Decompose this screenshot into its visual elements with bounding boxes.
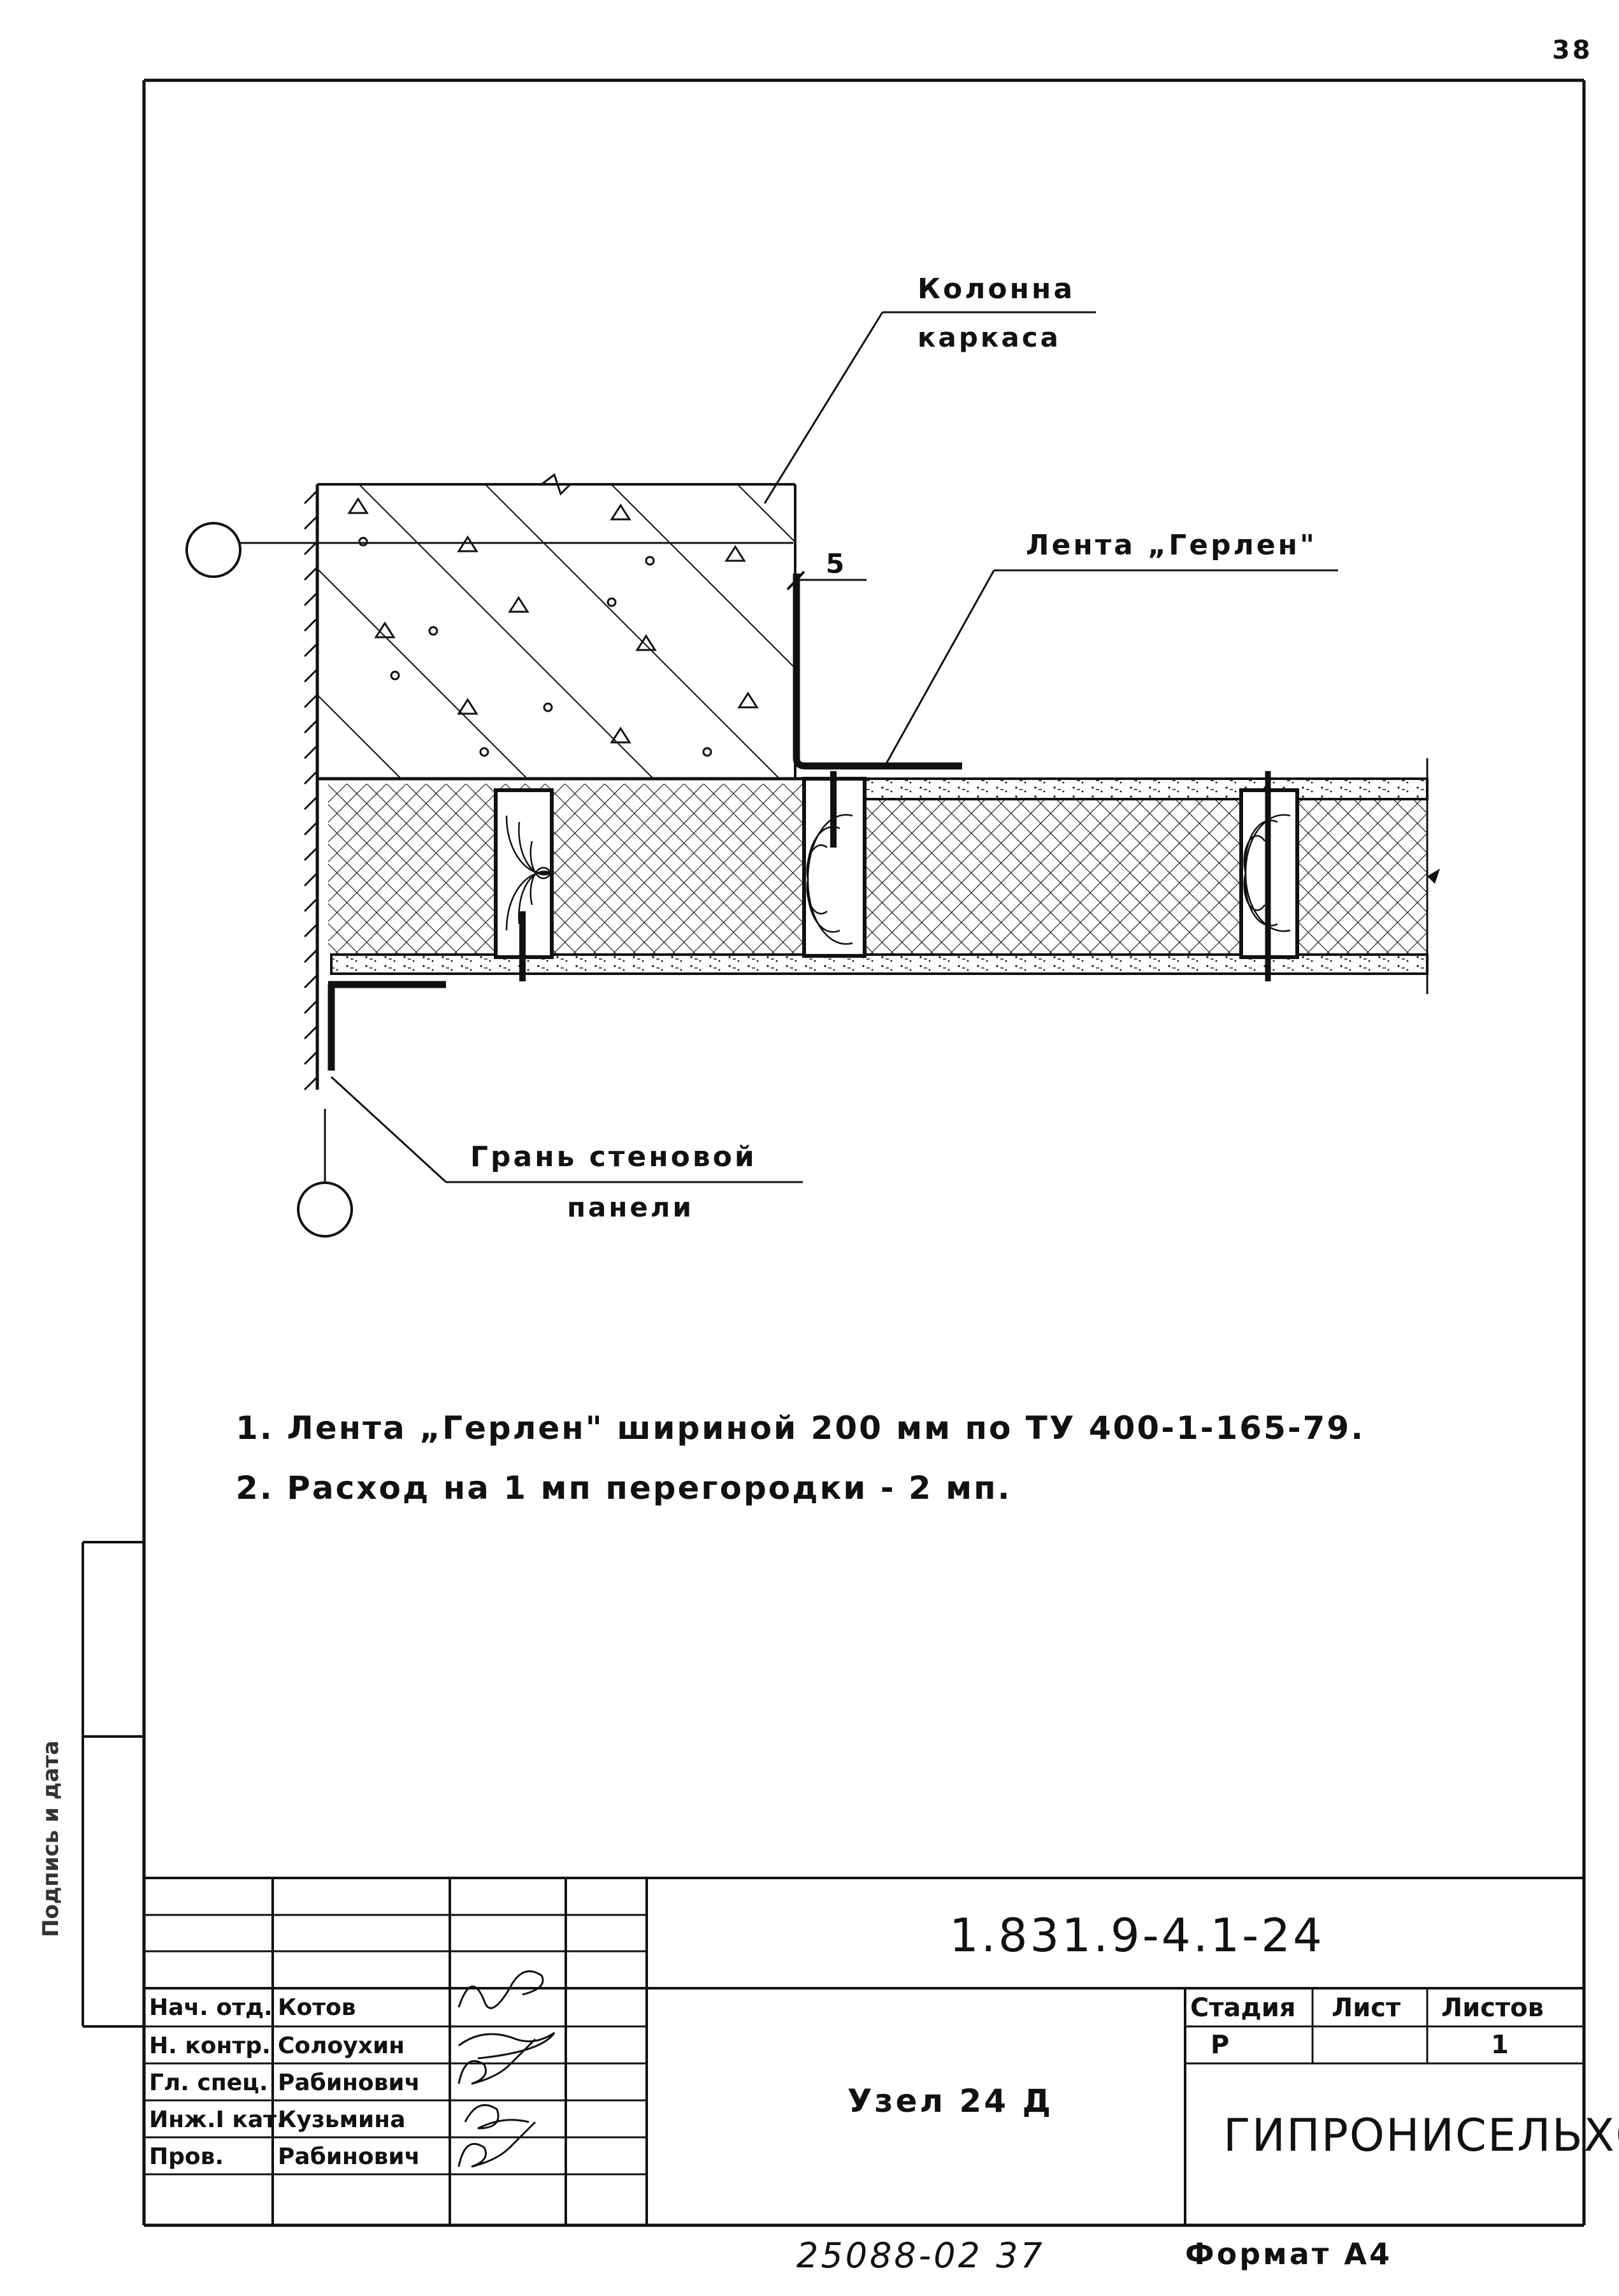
footer-doc-number: 25088-02 37 <box>796 2235 1045 2276</box>
wood-stud <box>802 771 867 958</box>
role-name: Котов <box>278 1995 356 2021</box>
left-strip-label: Подпись и дата <box>38 1682 76 1937</box>
wood-stud <box>494 788 554 981</box>
signature-marks <box>457 1970 556 2168</box>
role-name: Рабинович <box>278 2070 421 2096</box>
axis-marker <box>185 522 793 1238</box>
leader-lines <box>330 311 1338 1183</box>
value-sheets: 1 <box>1491 2030 1509 2060</box>
left-binding-strip <box>82 1541 144 2028</box>
role-name: Кузьмина <box>278 2107 406 2133</box>
wood-stud <box>1239 771 1299 981</box>
document-designation: 1.831.9-4.1-24 <box>949 1909 1325 1962</box>
title-block-grid <box>144 1877 1584 2225</box>
concrete-column <box>317 473 796 779</box>
wall-face <box>303 484 319 1091</box>
note-1: 1. Лента „Герлен" шириной 200 мм по ТУ 4… <box>236 1410 1365 1447</box>
organization-name: ГИПРОНИСЕЛЬХОЗ <box>1223 2109 1619 2162</box>
label-wall-face-line1: Грань стеновой <box>470 1141 757 1173</box>
role-label: Нач. отд. <box>149 1995 273 2021</box>
role-label: Инж.I кат. <box>149 2107 285 2133</box>
partition-panel <box>317 758 1440 994</box>
header-sheet: Лист <box>1332 1993 1401 2023</box>
corner-page-number: 38 <box>1552 36 1593 65</box>
gerlen-tape <box>327 574 962 1071</box>
label-column-line2: каркаса <box>917 322 1061 353</box>
value-stage: Р <box>1211 2030 1230 2060</box>
label-wall-face-line2: панели <box>567 1192 694 1223</box>
header-stage: Стадия <box>1190 1993 1296 2023</box>
role-label: Гл. спец. <box>149 2070 268 2096</box>
note-2: 2. Расход на 1 мп перегородки - 2 мп. <box>236 1469 1012 1506</box>
role-name: Рабинович <box>278 2144 421 2170</box>
sheet-title: Узел 24 Д <box>847 2083 1054 2119</box>
role-label: Н. контр. <box>149 2033 271 2059</box>
footer-format: Формат А4 <box>1185 2237 1393 2271</box>
role-label: Пров. <box>149 2144 224 2170</box>
role-name: Солоухин <box>278 2033 405 2059</box>
dimension-label: 5 <box>826 548 847 579</box>
header-sheets: Листов <box>1441 1993 1544 2023</box>
label-column-line1: Колонна <box>917 273 1076 305</box>
left-strip-label-text: Подпись и дата <box>38 1740 64 1937</box>
sheet-frame <box>142 78 1586 2227</box>
label-gerlen-tape: Лента „Герлен" <box>1026 529 1317 561</box>
